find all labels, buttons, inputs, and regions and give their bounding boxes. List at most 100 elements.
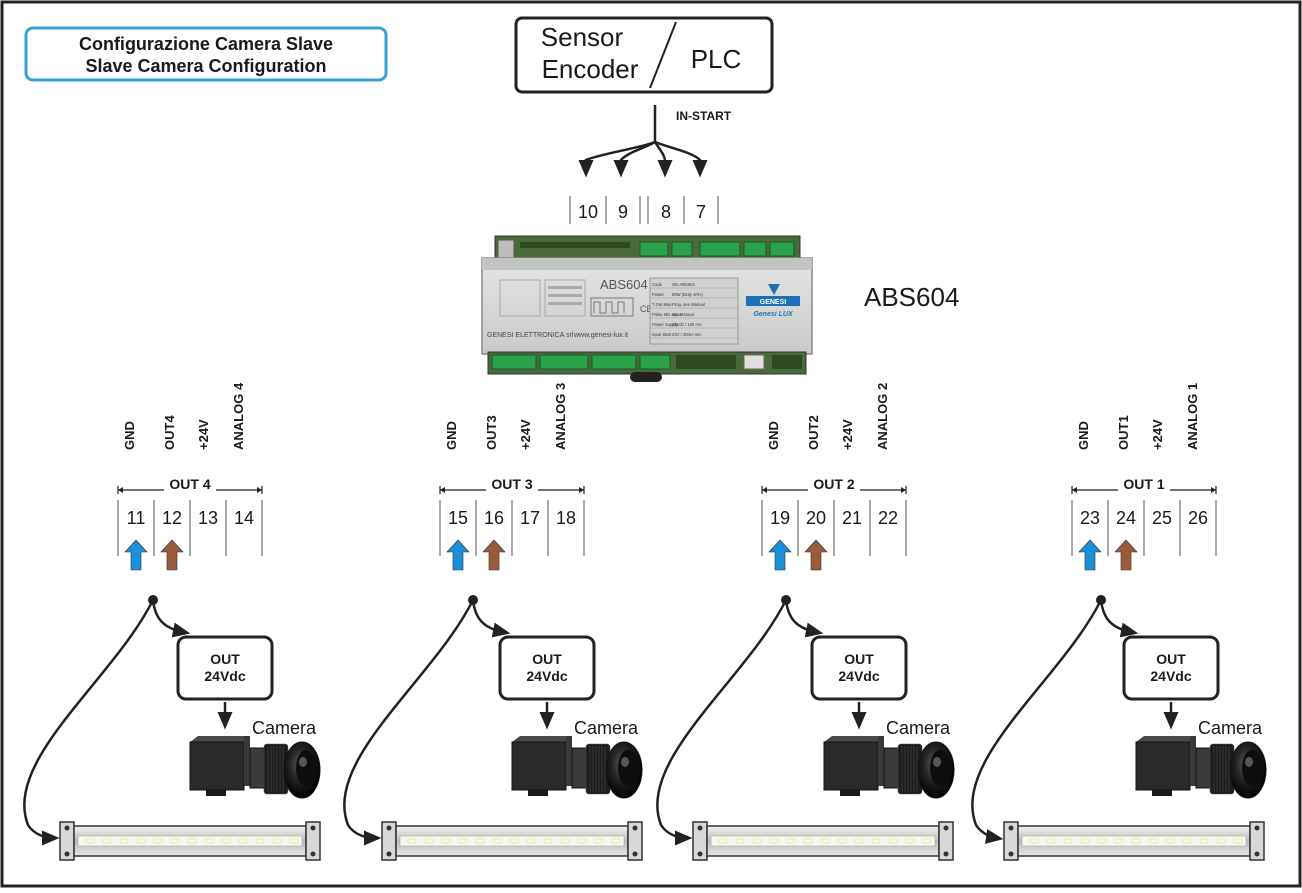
out-box-line-1: OUT <box>532 651 562 667</box>
pin-label: +24V <box>1150 419 1165 450</box>
device-maker: GENESI ELETTRONICA srl <box>487 332 574 339</box>
terminal-9: 9 <box>618 202 628 222</box>
sensor-label: Sensor <box>541 22 624 52</box>
terminal-11: 11 <box>127 508 146 528</box>
out-box-line-2: 24Vdc <box>1150 668 1191 684</box>
logo-text: GENESI <box>760 299 787 306</box>
channel-out-4: GND OUT4 +24V ANALOG 4 OUT 4 11 12 13 14OUT24Vdc… <box>23 382 321 861</box>
led-bar-light-icon <box>59 821 321 861</box>
terminal-26: 26 <box>1188 508 1208 528</box>
terminal-21: 21 <box>842 508 862 528</box>
led-bar-light-icon <box>1003 821 1265 861</box>
title-box-border <box>24 26 388 82</box>
led-bar-light-icon <box>381 821 643 861</box>
pin-label: OUT2 <box>806 415 821 450</box>
terminal-12: 12 <box>162 508 182 528</box>
out-arrow-icon <box>1114 539 1138 571</box>
abs604-device: ABS604 CE GENESI ELETTRONICA srl www.gen… <box>481 235 959 382</box>
start-wiring: IN-START <box>578 105 732 178</box>
pin-label: ANALOG 4 <box>231 382 246 450</box>
terminal-22: 22 <box>878 508 898 528</box>
spec-row-value: 24V / 20mA min <box>672 332 702 337</box>
pin-label: +24V <box>196 419 211 450</box>
group-label: OUT 1 <box>1123 476 1164 492</box>
spec-row-label: Power <box>652 292 664 297</box>
terminal-14: 14 <box>234 508 254 528</box>
out-24vdc-box <box>498 635 596 701</box>
terminal-7: 7 <box>696 202 706 222</box>
pin-label: GND <box>766 421 781 450</box>
out-arrow-icon <box>160 539 184 571</box>
out-box-line-1: OUT <box>1156 651 1186 667</box>
spec-row-value: 60W (Duty 10%) <box>672 292 703 297</box>
terminal-19: 19 <box>770 508 790 528</box>
genesi-logo: GENESI Genesi LUX <box>746 284 800 318</box>
group-label: OUT 4 <box>169 476 210 492</box>
pin-label: +24V <box>518 419 533 450</box>
terminal-24: 24 <box>1116 508 1136 528</box>
terminal-13: 13 <box>198 508 218 528</box>
spec-row-value: Prog. see Manual <box>672 302 705 307</box>
spec-row-value: 24Vdc / 100 mA <box>672 322 702 327</box>
out-box-line-1: OUT <box>210 651 240 667</box>
input-terminal-block: 10 9 8 7 <box>569 196 719 224</box>
sensor-plc-box: Sensor Encoder PLC <box>514 16 774 94</box>
svg-text:CE: CE <box>640 304 653 314</box>
terminal-10: 10 <box>578 202 598 222</box>
camera-icon <box>189 736 321 799</box>
spec-panel <box>649 277 739 345</box>
gnd-arrow-icon <box>1078 539 1102 571</box>
led-bar-light-icon <box>692 821 954 861</box>
encoder-label: Encoder <box>542 54 639 84</box>
terminal-16: 16 <box>484 508 504 528</box>
logo-subtext: Genesi LUX <box>753 311 794 318</box>
device-label: ABS604 <box>864 282 959 312</box>
spec-row-label: T Out Max <box>652 302 672 307</box>
terminal-8: 8 <box>661 202 671 222</box>
terminal-20: 20 <box>806 508 826 528</box>
pin-label: ANALOG 3 <box>553 383 568 450</box>
camera-icon <box>511 736 643 799</box>
terminal-25: 25 <box>1152 508 1172 528</box>
group-label: OUT 3 <box>491 476 532 492</box>
title-box: Configurazione Camera Slave Slave Camera… <box>24 26 388 82</box>
in-start-label: IN-START <box>676 109 732 123</box>
title-line-2: Slave Camera Configuration <box>85 56 326 76</box>
camera-icon <box>823 736 955 799</box>
spec-row-label: Input Start <box>652 332 672 337</box>
source-box-divider <box>649 21 677 89</box>
out-arrow-icon <box>482 539 506 571</box>
out-box-line-2: 24Vdc <box>204 668 245 684</box>
camera-icon <box>1135 736 1267 799</box>
terminal-18: 18 <box>556 508 576 528</box>
title-line-1: Configurazione Camera Slave <box>79 34 333 54</box>
pin-label: OUT3 <box>484 415 499 450</box>
spec-row-value: GE-ABS604 <box>672 282 695 287</box>
pin-label: GND <box>1076 421 1091 450</box>
camera-label: Camera <box>252 718 317 738</box>
plc-label: PLC <box>691 44 742 74</box>
pin-label: OUT4 <box>162 415 177 450</box>
pin-label: GND <box>122 421 137 450</box>
spec-row-value: see Manual <box>672 312 694 317</box>
pin-label: +24V <box>840 419 855 450</box>
pin-label: ANALOG 1 <box>1185 383 1200 450</box>
out-arrow-icon <box>804 539 828 571</box>
out-24vdc-box <box>176 635 274 701</box>
spec-row-label: Pulse Min Input <box>652 312 682 317</box>
terminal-17: 17 <box>520 508 540 528</box>
camera-label: Camera <box>1198 718 1263 738</box>
pin-label: ANALOG 2 <box>875 383 890 450</box>
out-box-line-2: 24Vdc <box>838 668 879 684</box>
out-box-line-1: OUT <box>844 651 874 667</box>
out-24vdc-box <box>810 635 908 701</box>
device-body-model: ABS604 <box>600 277 648 292</box>
gnd-arrow-icon <box>124 539 148 571</box>
